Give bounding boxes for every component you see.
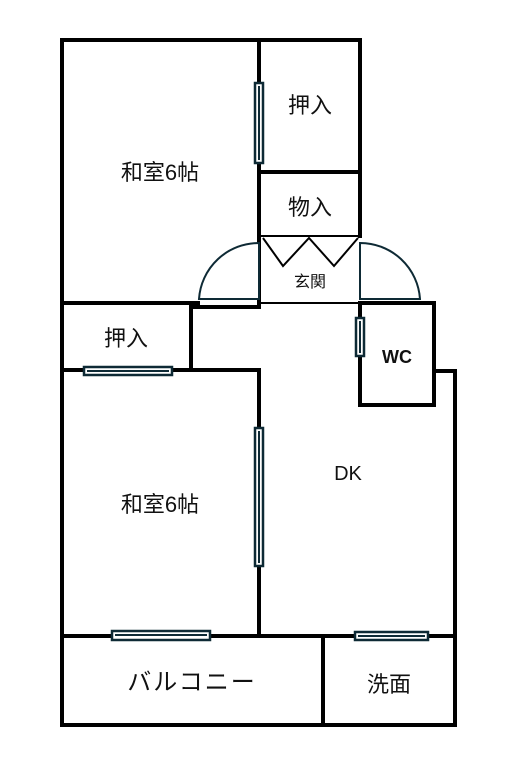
window-wc [354,316,366,358]
room-labels: 和室6帖 押入 物入 玄関 押入 WC 和室6帖 DK バルコニー 洗面 [104,93,412,697]
label-genkan: 玄関 [294,273,326,291]
label-senmen: 洗面 [367,672,411,697]
window-oshiire-top [253,81,265,165]
label-washitsu-top: 和室6帖 [121,160,199,185]
label-oshiire-left: 押入 [104,326,148,351]
window-room-dk [253,426,265,568]
windows [82,81,430,642]
label-dk: DK [334,463,362,485]
label-oshiire-top: 押入 [288,93,332,118]
label-washitsu-bottom: 和室6帖 [121,492,199,517]
door-swing-right [359,241,422,300]
label-balcony: バルコニー [127,669,257,696]
label-wc: WC [382,347,412,367]
window-dk-bottom [353,630,430,642]
label-monoire: 物入 [288,195,332,220]
door-swings [197,236,422,300]
genkan-step-marks [262,236,359,268]
window-balcony-room [110,629,212,642]
door-swing-left [197,241,260,300]
window-oshiire-left [82,365,174,377]
